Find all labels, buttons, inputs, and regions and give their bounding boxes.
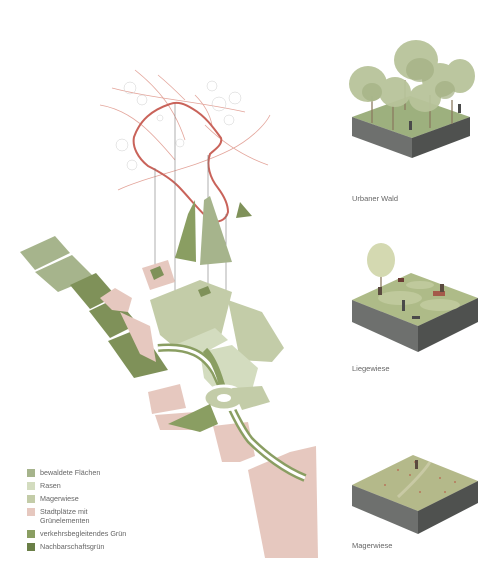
- vignette-urbaner-wald: [349, 40, 475, 158]
- blanket: [433, 291, 445, 296]
- tree-crown: [367, 243, 395, 277]
- legend-item: Rasen: [27, 481, 177, 490]
- person: [409, 121, 412, 130]
- area-traffic-green: [175, 200, 196, 262]
- legend-swatch: [27, 495, 35, 503]
- area-rasen: [200, 345, 258, 395]
- legend-item: Nachbarschaftsgrün: [27, 542, 177, 551]
- vignette-magerwiese: [352, 455, 478, 534]
- tree-symbols: [115, 80, 242, 171]
- area-neighbourhood: [150, 266, 164, 280]
- street-line: [111, 87, 246, 113]
- area-neighbourhood: [89, 298, 138, 338]
- caption-urbaner-wald: Urbaner Wald: [352, 194, 398, 203]
- legend-label: Stadtplätze mit Grünelementen: [40, 507, 90, 525]
- legend-label: bewaldete Flächen: [40, 468, 101, 477]
- person: [402, 300, 405, 311]
- area-plaza: [148, 384, 186, 414]
- roundabout-center: [217, 394, 231, 402]
- legend-swatch: [27, 530, 35, 538]
- area-neighbourhood: [198, 286, 211, 297]
- legend-label: Magerwiese: [40, 494, 79, 503]
- area-bewaldet: [20, 236, 70, 270]
- street-line: [134, 69, 186, 141]
- area-plaza: [120, 312, 156, 362]
- person: [412, 316, 420, 319]
- legend-label: Nachbarschaftsgrün: [40, 542, 105, 551]
- area-plaza: [100, 288, 132, 312]
- area-neighbourhood: [108, 328, 168, 378]
- street-line: [194, 94, 213, 126]
- road-curve: [157, 345, 306, 480]
- vignette-liegewiese: [352, 243, 478, 352]
- wildflowers: [384, 461, 456, 493]
- area-traffic-green: [200, 196, 232, 265]
- legend-item: Stadtplätze mit Grünelementen: [27, 507, 177, 525]
- legend-swatch: [27, 543, 35, 551]
- legend: bewaldete Flächen Rasen Magerwiese Stadt…: [27, 468, 177, 555]
- legend-item: Magerwiese: [27, 494, 177, 503]
- legend-swatch: [27, 482, 35, 490]
- meadow-path: [396, 461, 432, 499]
- person: [458, 104, 461, 113]
- legend-swatch: [27, 469, 35, 477]
- legend-item: bewaldete Flächen: [27, 468, 177, 477]
- street-line: [204, 124, 269, 166]
- legend-item: verkehrsbegleitendes Grün: [27, 529, 177, 538]
- legend-label: Rasen: [40, 481, 61, 490]
- caption-magerwiese: Magerwiese: [352, 541, 393, 550]
- street-line: [99, 104, 176, 161]
- grass-texture: [378, 281, 460, 311]
- person: [440, 284, 444, 292]
- outline-map: [99, 69, 271, 300]
- street-line: [157, 74, 186, 101]
- area-neighbourhood: [236, 202, 252, 218]
- person: [398, 278, 404, 282]
- area-magerwiese: [228, 300, 284, 362]
- area-plan: [20, 196, 318, 558]
- person: [378, 287, 382, 295]
- area-magerwiese: [232, 386, 270, 410]
- legend-label: verkehrsbegleitendes Grün: [40, 529, 127, 538]
- caption-liegewiese: Liegewiese: [352, 364, 390, 373]
- area-traffic-green: [168, 404, 218, 432]
- street-line: [117, 114, 271, 191]
- tree-crowns-shade: [362, 58, 455, 101]
- person: [415, 460, 418, 469]
- site-outline: [132, 101, 230, 223]
- legend-swatch: [27, 508, 35, 516]
